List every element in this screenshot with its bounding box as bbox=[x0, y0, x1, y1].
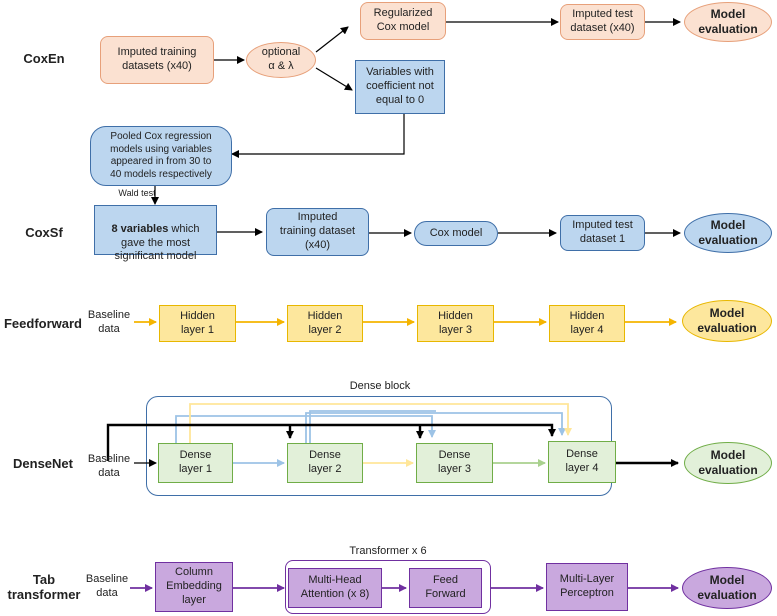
transformer-frame bbox=[285, 560, 491, 614]
coxen-model-evaluation: Model evaluation bbox=[684, 2, 772, 42]
tab-column-embedding-layer: Column Embedding layer bbox=[155, 562, 233, 612]
densenet-baseline-data: Baseline data bbox=[87, 453, 131, 479]
coxsf-imputed-test-dataset-1: Imputed test dataset 1 bbox=[560, 215, 645, 251]
tab-baseline-data: Baseline data bbox=[85, 573, 129, 599]
coxsf-imputed-training-dataset: Imputed training dataset (x40) bbox=[266, 208, 369, 256]
tab-multi-head-attention: Multi-Head Attention (x 8) bbox=[288, 568, 382, 608]
coxsf-wald-test-label: Wald test bbox=[118, 188, 156, 198]
feedforward-hidden-layer-3: Hidden layer 3 bbox=[417, 305, 494, 342]
row-label-coxsf: CoxSf bbox=[25, 225, 63, 240]
coxen-imputed-training-datasets: Imputed training datasets (x40) bbox=[100, 36, 214, 84]
transformer-label: Transformer x 6 bbox=[349, 545, 427, 557]
densenet-dense-layer-1: Dense layer 1 bbox=[158, 443, 233, 483]
coxsf-eight-variables: 8 variables which gave the most signific… bbox=[94, 205, 217, 262]
tab-feed-forward: Feed Forward bbox=[409, 568, 482, 608]
row-label-tab-transformer: Tab transformer bbox=[7, 572, 81, 602]
coxsf-cox-model: Cox model bbox=[414, 221, 498, 246]
coxsf-eight-variables-bold: 8 variables bbox=[111, 222, 169, 235]
coxen-variables-nonzero-coefficient: Variables with coefficient not equal to … bbox=[355, 60, 445, 114]
coxsf-eight-variables-rest: which gave the most significant model bbox=[114, 222, 200, 263]
feedforward-hidden-layer-2: Hidden layer 2 bbox=[287, 305, 363, 342]
coxen-regularized-cox-model: Regularized Cox model bbox=[360, 2, 446, 40]
coxen-imputed-test-dataset: Imputed test dataset (x40) bbox=[560, 4, 645, 40]
dense-block-label: Dense block bbox=[349, 380, 411, 392]
feedforward-hidden-layer-1: Hidden layer 1 bbox=[159, 305, 236, 342]
densenet-model-evaluation: Model evaluation bbox=[684, 442, 772, 484]
densenet-dense-layer-2: Dense layer 2 bbox=[287, 443, 363, 483]
coxen-optional-alpha-lambda: optional α & λ bbox=[246, 42, 316, 78]
densenet-dense-layer-4: Dense layer 4 bbox=[548, 441, 616, 483]
row-label-feedforward: Feedforward bbox=[3, 316, 82, 331]
row-label-coxen: CoxEn bbox=[23, 51, 65, 66]
coxsf-pooled-cox-regression: Pooled Cox regression models using varia… bbox=[90, 126, 232, 186]
feedforward-baseline-data: Baseline data bbox=[87, 309, 131, 335]
coxsf-model-evaluation: Model evaluation bbox=[684, 213, 772, 253]
feedforward-model-evaluation: Model evaluation bbox=[682, 300, 772, 342]
row-label-densenet: DenseNet bbox=[13, 456, 73, 471]
densenet-dense-layer-3: Dense layer 3 bbox=[416, 443, 493, 483]
tab-model-evaluation: Model evaluation bbox=[682, 567, 772, 609]
feedforward-hidden-layer-4: Hidden layer 4 bbox=[549, 305, 625, 342]
tab-multi-layer-perceptron: Multi-Layer Perceptron bbox=[546, 563, 628, 611]
